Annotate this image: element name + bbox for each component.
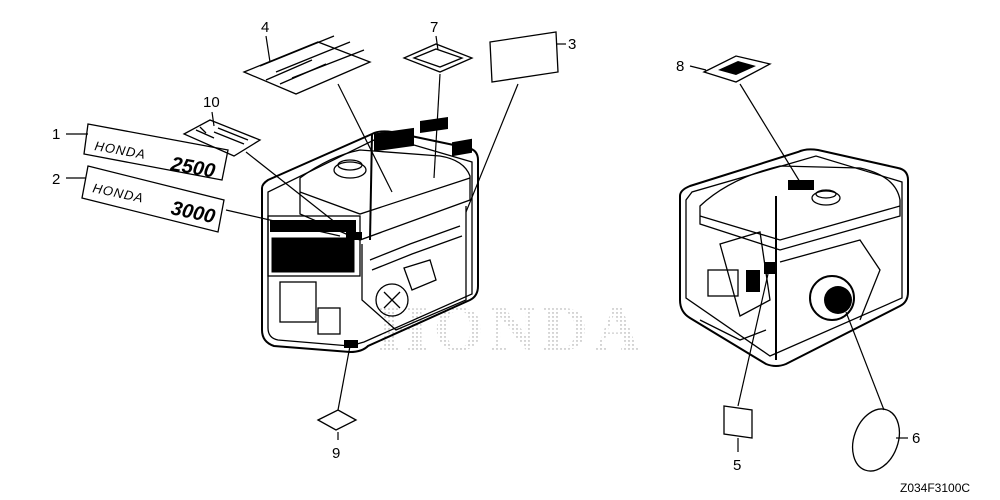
callout-1: 1 bbox=[52, 126, 60, 143]
callout-10: 10 bbox=[203, 94, 220, 111]
label-10-decal bbox=[182, 119, 262, 157]
drawing-code: Z034F3100C bbox=[900, 481, 970, 495]
callout-3: 3 bbox=[568, 36, 576, 53]
callout-9: 9 bbox=[332, 445, 340, 462]
label-8-decal bbox=[702, 55, 772, 83]
generator-rear-view bbox=[679, 148, 909, 367]
generator-front-view bbox=[261, 117, 479, 354]
tank-decal-small bbox=[420, 117, 448, 133]
label-1-decal: HONDA 2500 bbox=[83, 123, 229, 183]
label-4-decal bbox=[242, 35, 372, 95]
label-6-decal bbox=[851, 408, 901, 472]
side-decal bbox=[452, 138, 472, 157]
rear-tank-decal bbox=[788, 180, 814, 190]
tank-decal-large bbox=[374, 127, 414, 152]
callout-5: 5 bbox=[733, 457, 741, 474]
rear-side-decal bbox=[764, 262, 776, 274]
leader-lines bbox=[66, 35, 908, 452]
frame-tag bbox=[346, 232, 362, 240]
label-2-model: 3000 bbox=[169, 197, 217, 228]
label-3-decal bbox=[489, 31, 559, 83]
watermark-text: HONDA bbox=[378, 293, 646, 364]
callout-8: 8 bbox=[676, 58, 684, 75]
callout-2: 2 bbox=[52, 171, 60, 188]
label-9-decal bbox=[316, 409, 358, 431]
label-7-decal bbox=[402, 43, 474, 73]
label-1-brand: HONDA bbox=[93, 138, 147, 162]
callout-7: 7 bbox=[430, 19, 438, 36]
callout-4: 4 bbox=[261, 19, 269, 36]
callout-6: 6 bbox=[912, 430, 920, 447]
label-1-model: 2500 bbox=[168, 153, 217, 183]
label-5-decal bbox=[723, 405, 753, 439]
